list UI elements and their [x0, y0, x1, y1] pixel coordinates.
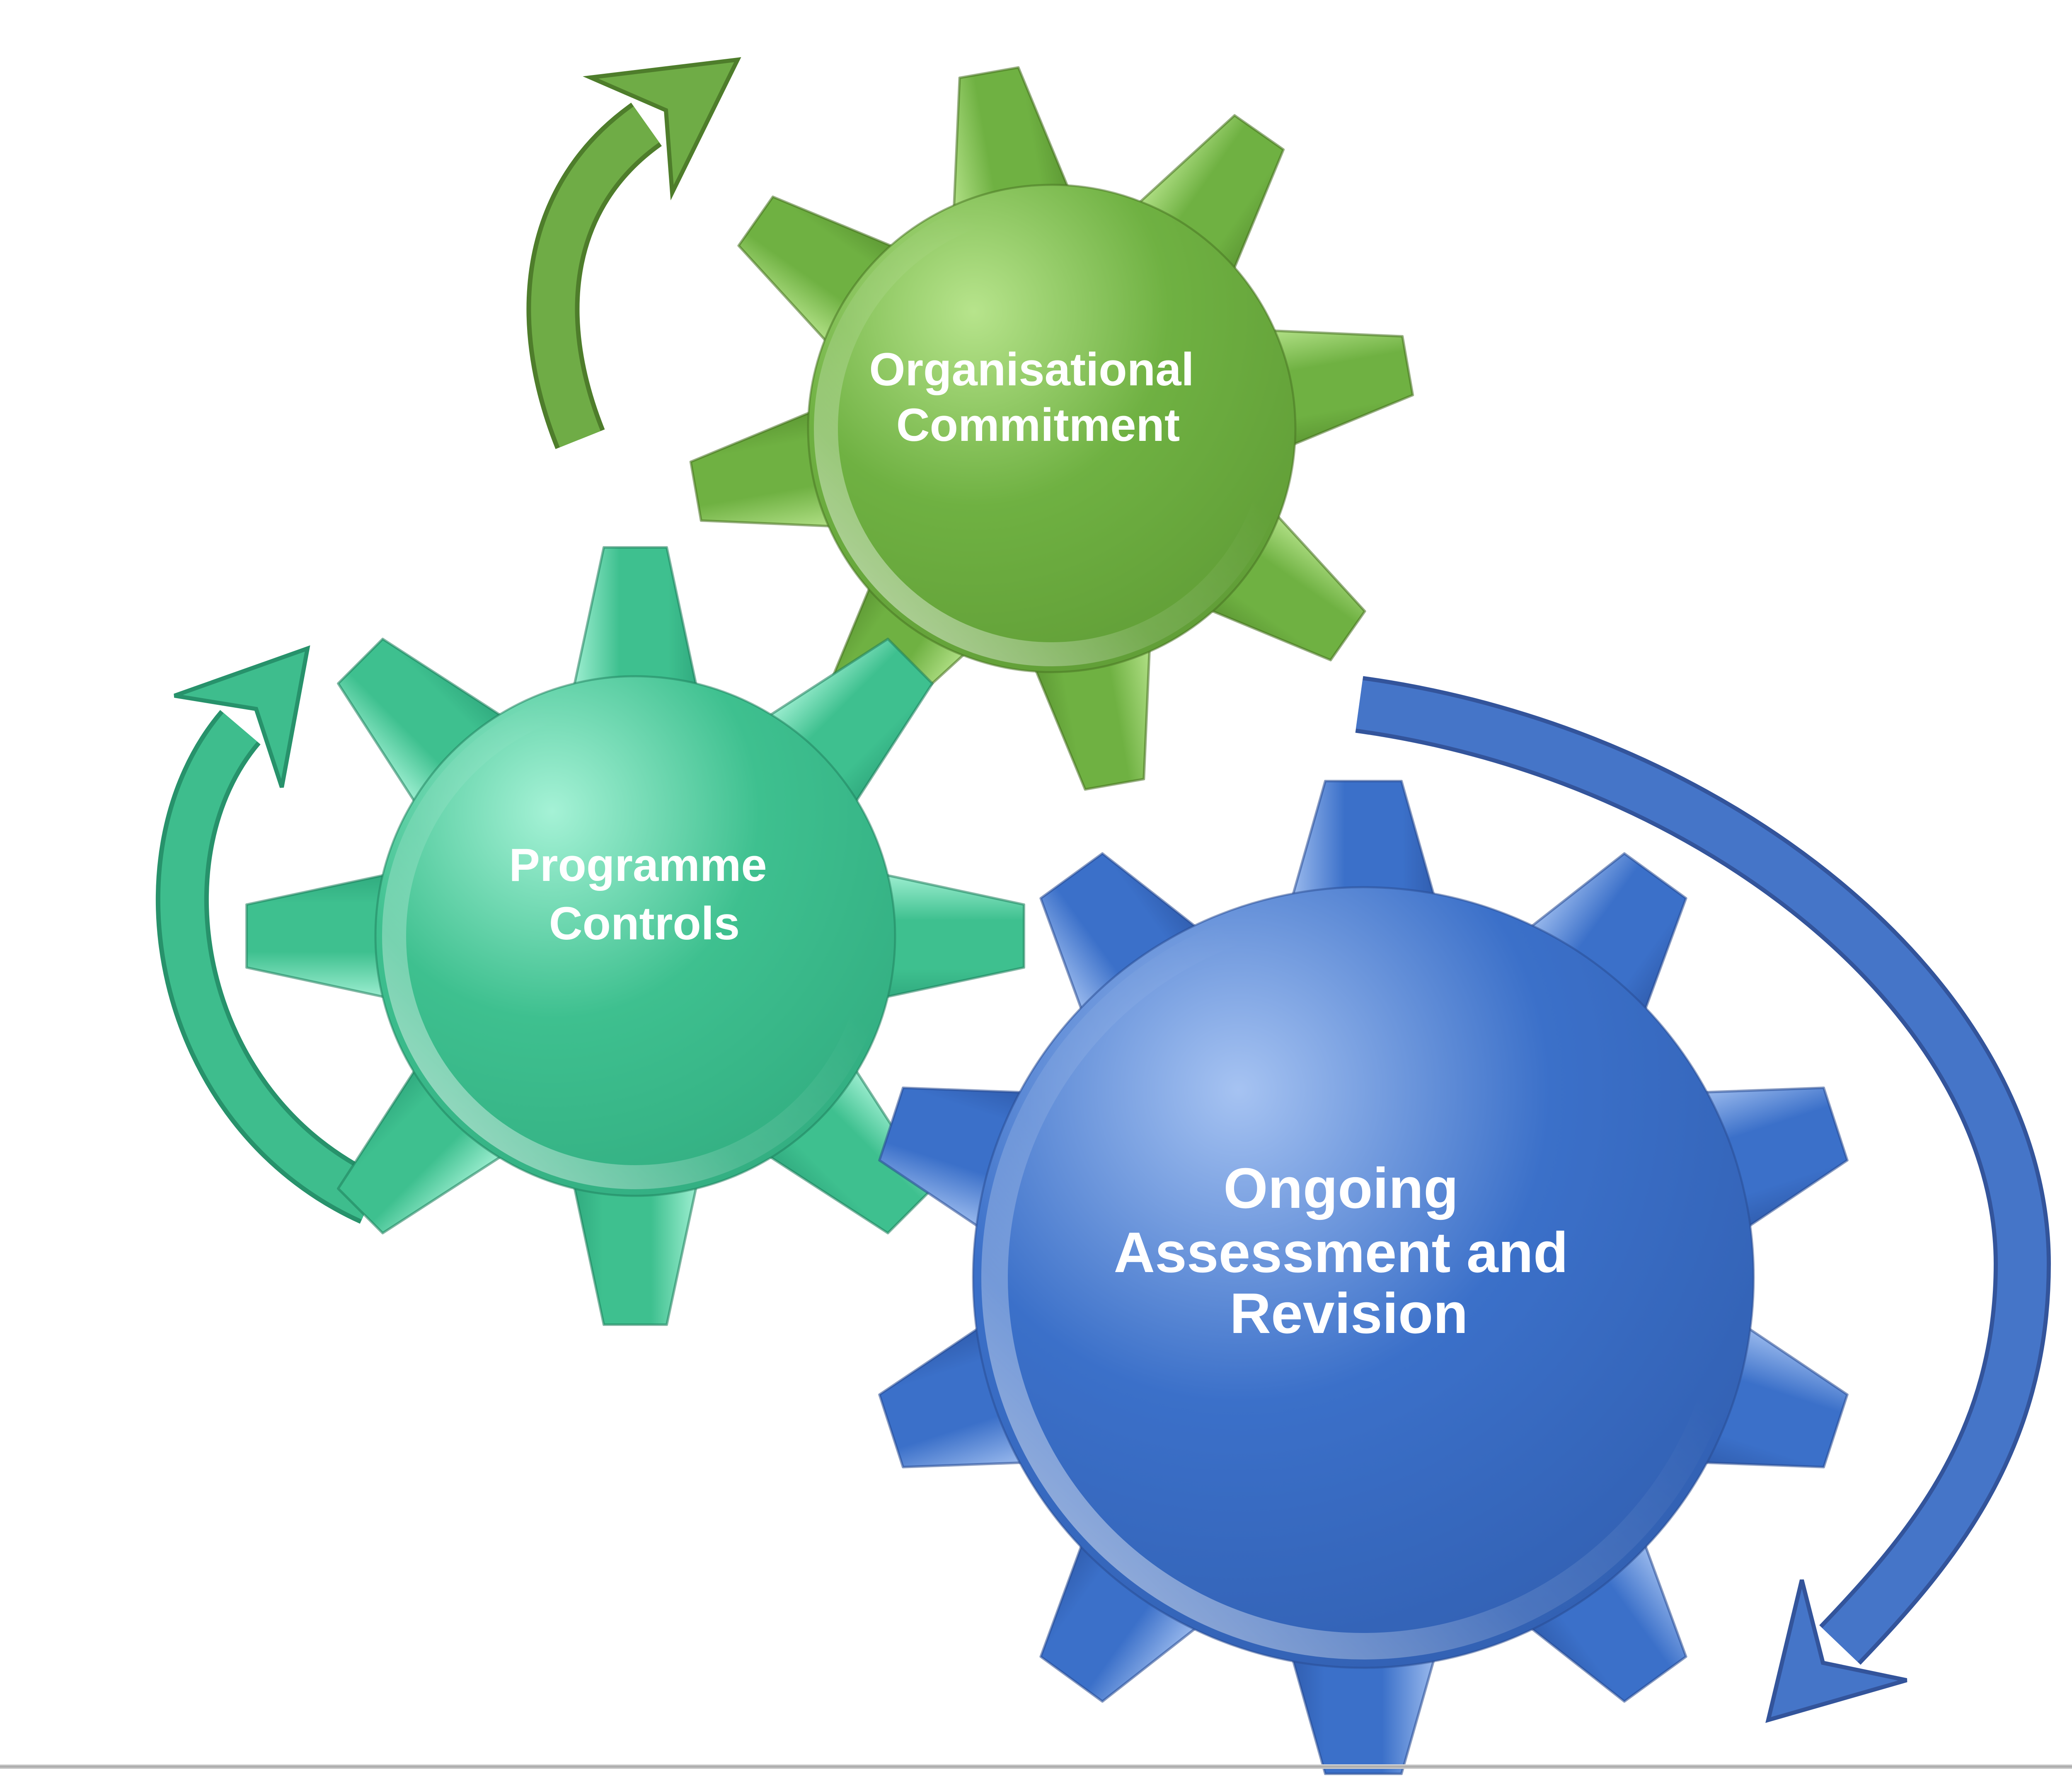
gear-body	[374, 675, 896, 1197]
gear-ongoing-assessment-and-revision: Ongoing Assessment and Revision	[878, 780, 1849, 1775]
green-cycle-arrow	[526, 57, 741, 449]
gear-bevel-ring	[814, 191, 1290, 666]
blue-cycle-arrow	[1355, 676, 2051, 1723]
gear-bevel-ring	[382, 683, 888, 1189]
gear-label: Organisational Commitment	[869, 344, 1207, 451]
gear-label: Programme Controls	[509, 839, 780, 949]
gear-organisational-commitment: Organisational Commitment	[689, 66, 1414, 791]
teal-cycle-arrow	[155, 645, 382, 1224]
gear-body	[807, 184, 1297, 673]
gear-bevel-ring	[981, 895, 1745, 1659]
gear-body	[972, 886, 1755, 1669]
green-arrow-band	[531, 106, 659, 448]
blue-arrow-head-icon	[1765, 1579, 1907, 1723]
teal-arrow-head-icon	[174, 645, 310, 788]
green-arrow-head-icon	[583, 57, 741, 201]
teal-arrow-band	[160, 713, 380, 1220]
footer-divider	[0, 1764, 2072, 1769]
gear-label: Ongoing Assessment and Revision	[1113, 1156, 1584, 1345]
gear-programme-controls: Programme Controls	[245, 546, 1025, 1326]
blue-arrow-band	[1356, 680, 2047, 1662]
